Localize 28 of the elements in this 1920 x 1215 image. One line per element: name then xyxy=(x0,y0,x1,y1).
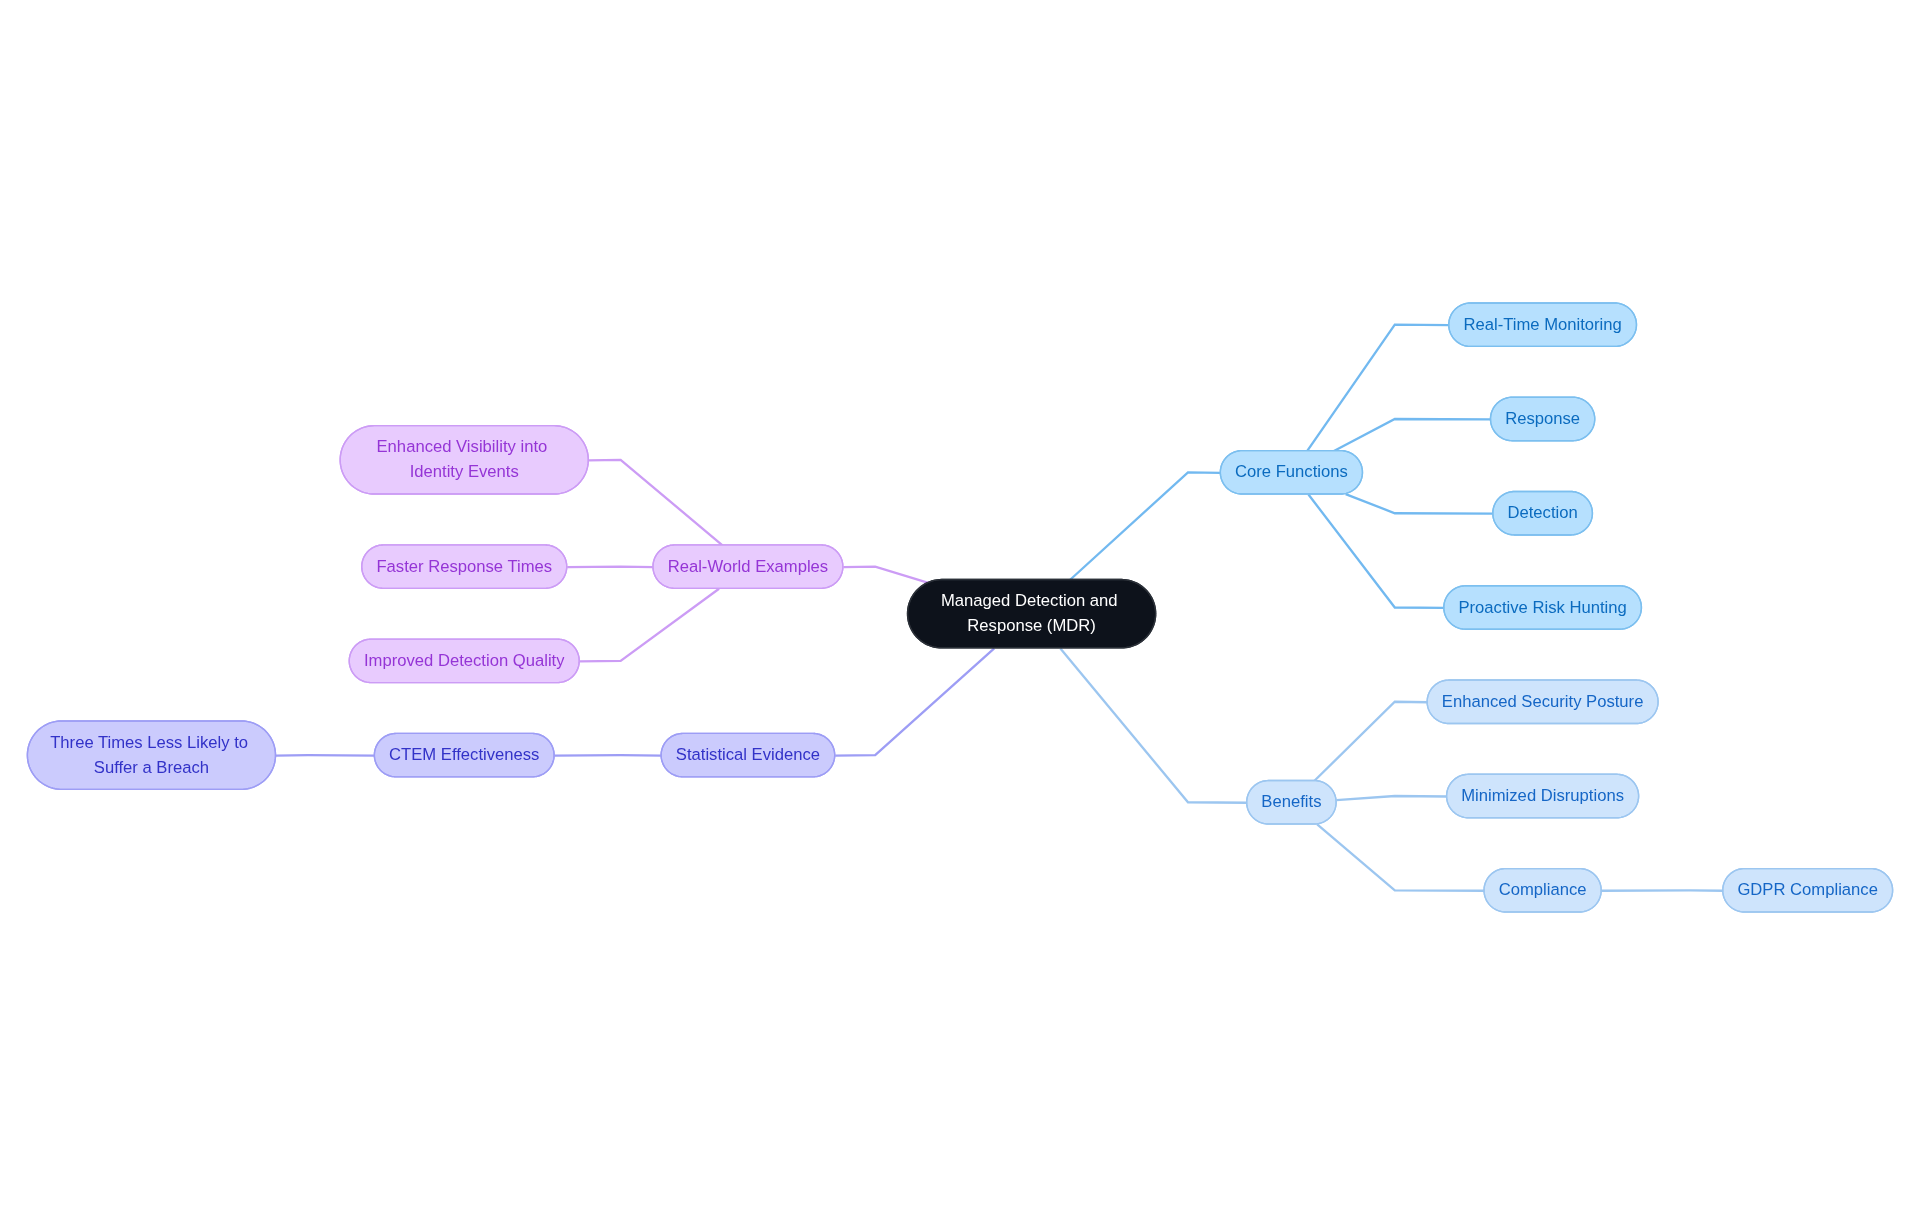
connector-line xyxy=(554,753,662,757)
topic-node: Core Functions xyxy=(1219,449,1364,495)
topic-node: Benefits xyxy=(1246,779,1337,825)
topic-node: GDPR Compliance xyxy=(1722,867,1894,913)
topic-node: Enhanced Visibility into Identity Events xyxy=(339,424,589,495)
connector-line xyxy=(579,587,720,663)
topic-node: Compliance xyxy=(1483,867,1602,913)
connector-line xyxy=(1069,471,1221,581)
topic-node: Faster Response Times xyxy=(361,544,568,589)
topic-node: Real-Time Monitoring xyxy=(1448,302,1638,348)
topic-node: Improved Detection Quality xyxy=(348,638,580,684)
connector-line xyxy=(1307,493,1445,610)
topic-node: Statistical Evidence xyxy=(660,732,836,778)
topic-node: Response xyxy=(1489,396,1596,442)
connector-line xyxy=(275,753,375,757)
topic-node: Minimized Disruptions xyxy=(1445,773,1640,819)
connector-line xyxy=(567,565,654,569)
topic-node: Enhanced Security Posture xyxy=(1426,679,1659,725)
topic-node: Real-World Examples xyxy=(652,544,844,589)
topic-node: Managed Detection and Response (MDR) xyxy=(906,578,1157,649)
topic-node: Three Times Less Likely to Suffer a Breach xyxy=(26,720,277,791)
topic-node: Detection xyxy=(1492,490,1594,536)
connector-line xyxy=(1313,700,1428,782)
connector-line xyxy=(1316,823,1485,892)
topic-node: Proactive Risk Hunting xyxy=(1443,585,1643,630)
topic-node: CTEM Effectiveness xyxy=(373,732,555,778)
connector-line xyxy=(843,565,929,585)
connector-line xyxy=(835,647,995,757)
